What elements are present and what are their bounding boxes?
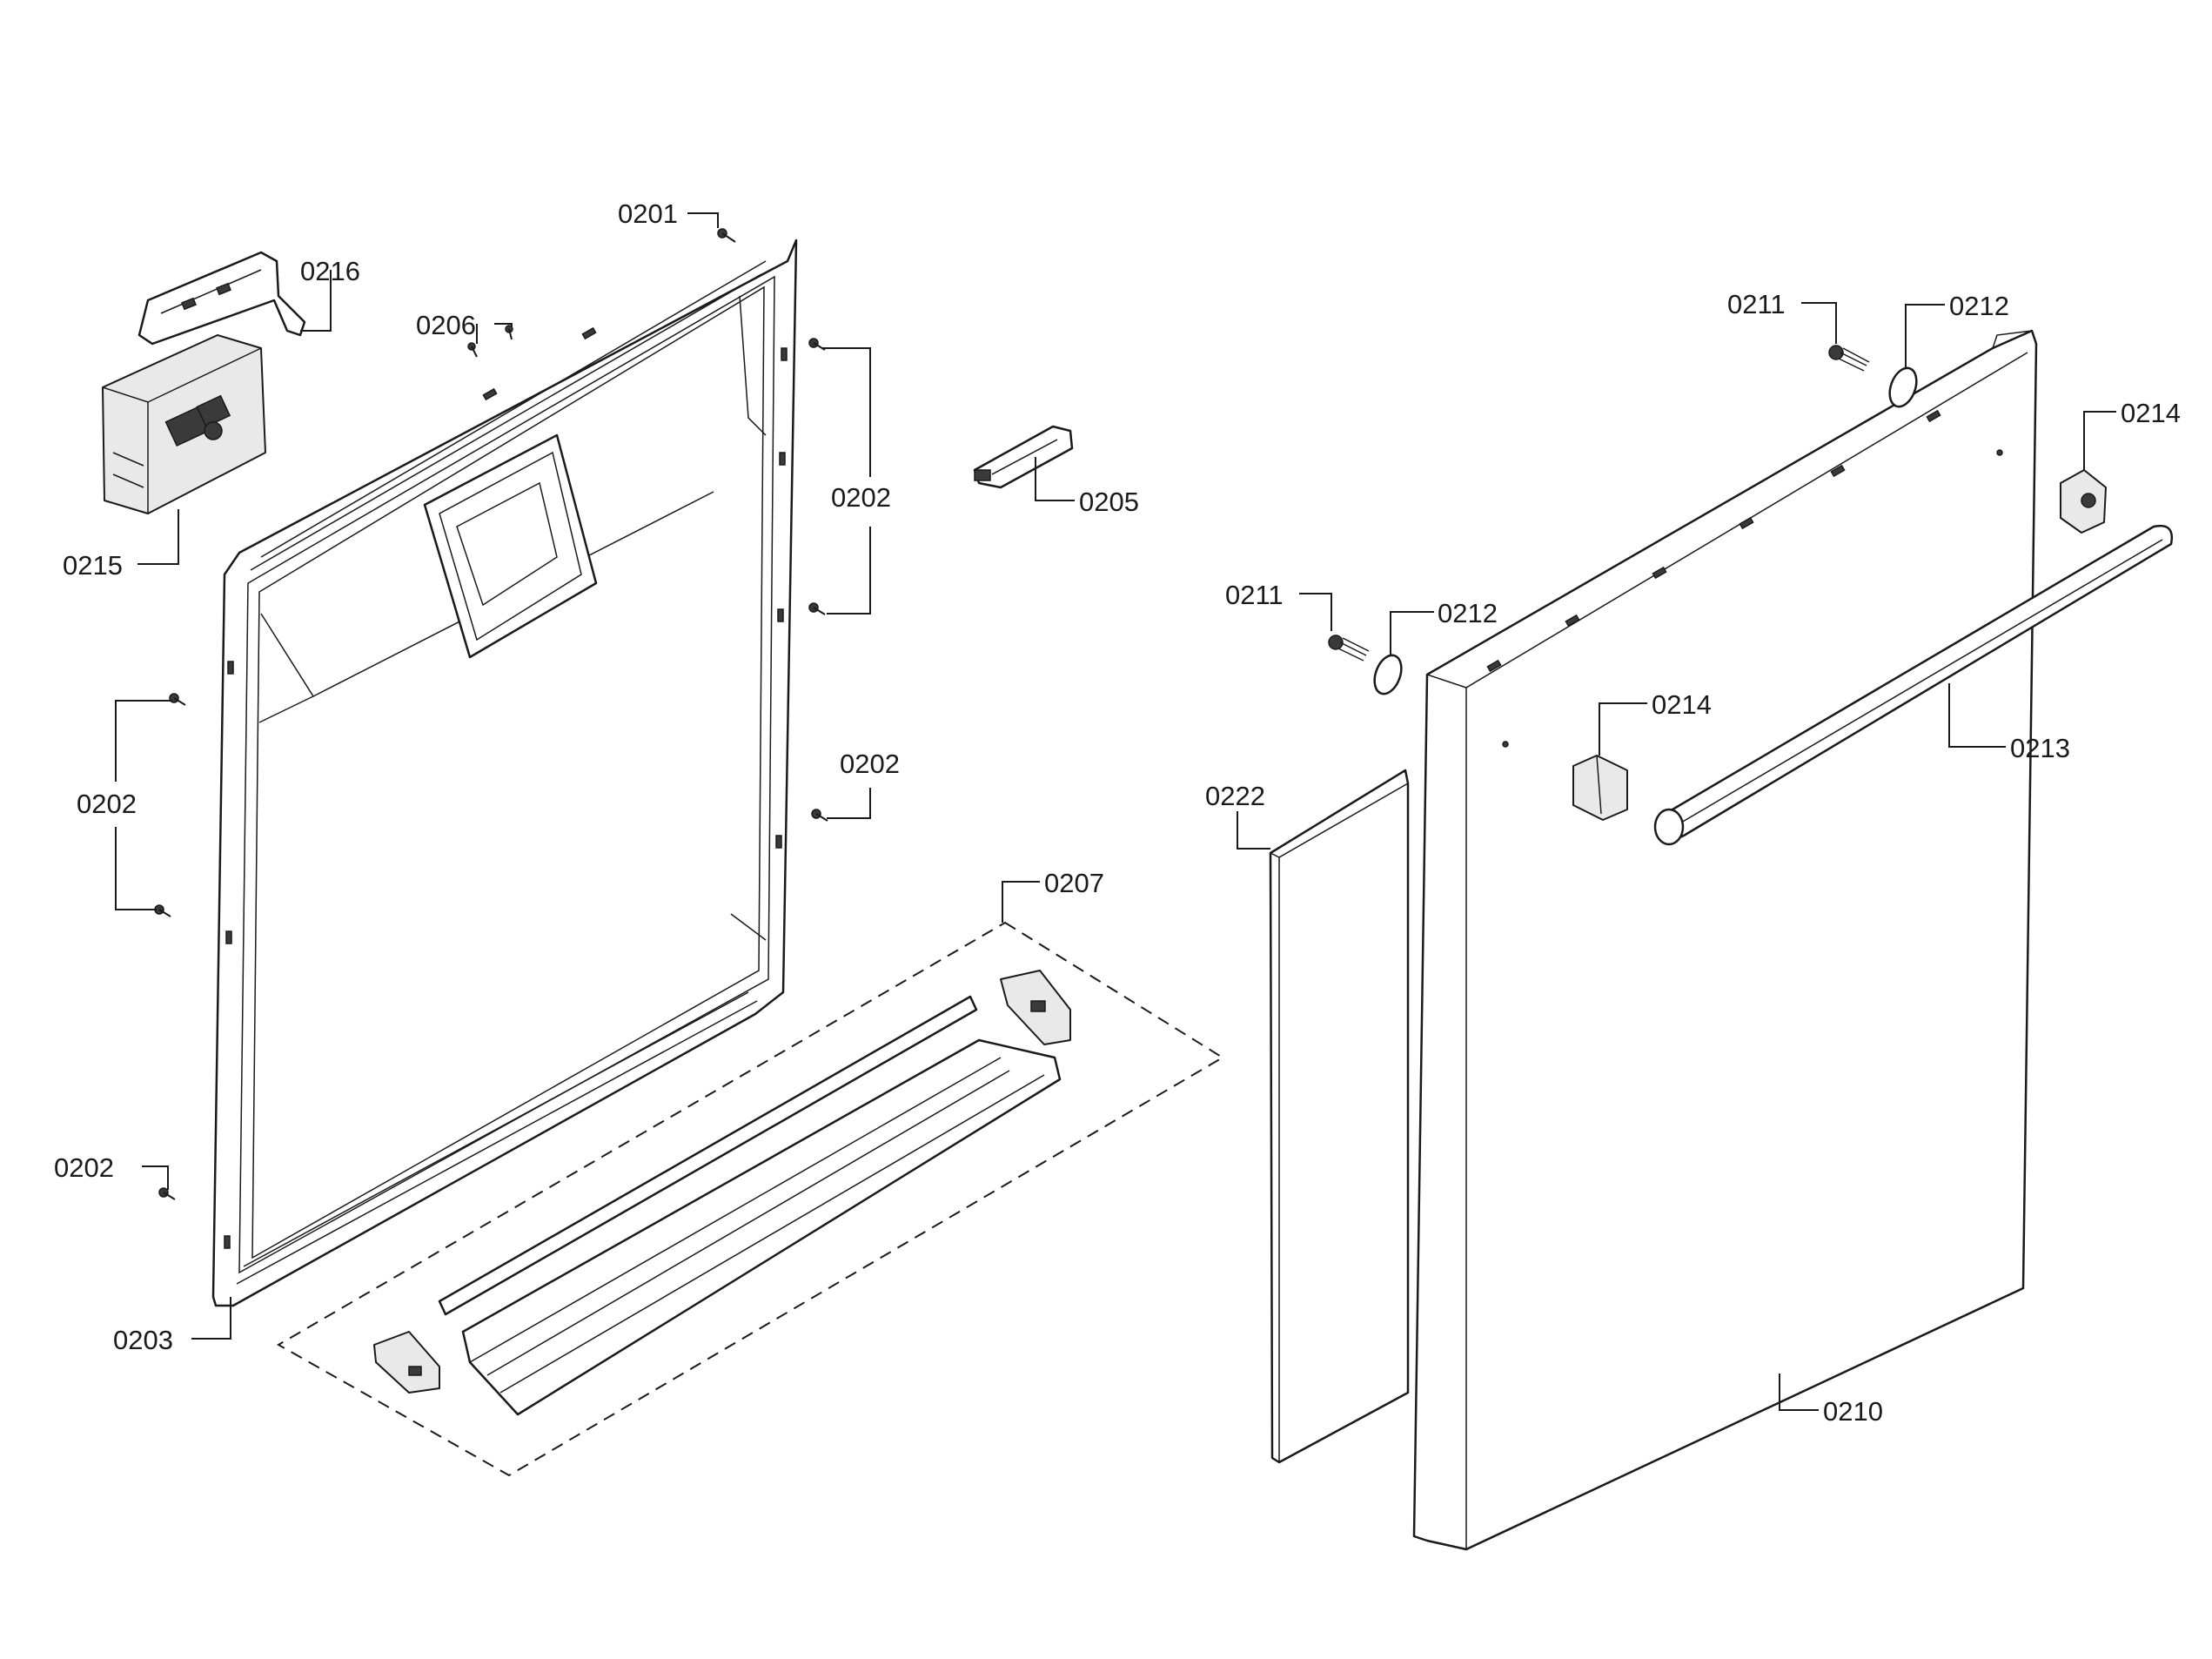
label-0202-mid: 0202	[840, 749, 900, 779]
dispenser-assembly	[102, 334, 266, 514]
label-0202-top: 0202	[831, 482, 891, 513]
screws-left	[154, 228, 828, 1200]
washer-icon	[1888, 366, 1918, 408]
leader-lines	[115, 212, 2116, 1411]
outer-door-panel	[1412, 329, 2038, 1551]
part-labels: 0201 0216 0206 0215 0202 0205 0202 0202 …	[54, 198, 2181, 1427]
end-cap-icon	[2060, 469, 2107, 534]
seal-kit-group	[276, 921, 1224, 1477]
label-0202-bottom: 0202	[54, 1152, 114, 1183]
label-0203: 0203	[113, 1325, 173, 1355]
door-latch-bracket	[137, 251, 306, 346]
label-0202-left: 0202	[77, 789, 137, 819]
inner-door-panel	[211, 238, 798, 1307]
screw-icon	[467, 342, 478, 358]
screw-icon	[808, 602, 826, 615]
label-0214-mid: 0214	[1652, 689, 1712, 720]
screw-icon	[811, 809, 828, 822]
door-clip	[973, 425, 1074, 489]
label-0211-top: 0211	[1727, 289, 1786, 319]
label-0212-mid: 0212	[1438, 598, 1498, 628]
label-0201: 0201	[618, 198, 678, 229]
screw-icon	[169, 693, 186, 706]
label-0206: 0206	[416, 310, 476, 340]
label-0211-mid: 0211	[1225, 580, 1284, 610]
label-0210: 0210	[1823, 1396, 1883, 1427]
label-0216: 0216	[300, 256, 360, 286]
decor-panel	[1269, 769, 1410, 1464]
screw-icon	[1828, 345, 1870, 372]
label-0212-top: 0212	[1949, 291, 2009, 321]
door-handle	[1653, 524, 2174, 846]
label-0207: 0207	[1044, 868, 1104, 898]
label-0213: 0213	[2010, 733, 2070, 763]
end-cap-icon	[1572, 755, 1628, 821]
washer-icon	[1373, 654, 1403, 695]
label-0215: 0215	[63, 550, 123, 581]
screw-icon	[717, 228, 736, 243]
screw-icon	[505, 325, 513, 340]
label-0205: 0205	[1079, 487, 1139, 517]
label-0222: 0222	[1205, 781, 1265, 811]
screw-icon	[158, 1187, 176, 1200]
screw-icon	[1328, 635, 1370, 662]
screw-icon	[154, 904, 171, 917]
label-0214-top: 0214	[2121, 398, 2181, 428]
